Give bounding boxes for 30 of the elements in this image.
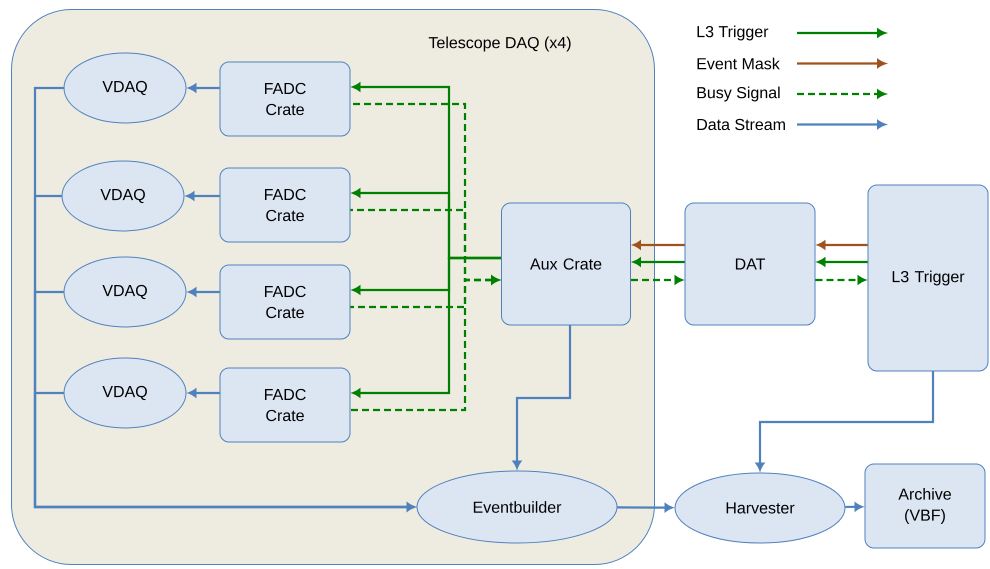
- arrow: [817, 240, 868, 250]
- arrow: [632, 258, 684, 266]
- process-box: FADC Crate: [220, 264, 350, 340]
- legend-label: Busy Signal: [698, 86, 780, 102]
- arrow: [631, 276, 683, 284]
- arrow: [350, 276, 500, 412]
- process-box: FADC Crate: [220, 62, 350, 136]
- process-box: Aux Crate: [501, 202, 631, 326]
- arrow: [632, 240, 684, 250]
- process-box: L3 Trigger: [868, 184, 988, 372]
- arrow: [817, 258, 868, 266]
- arrow: [756, 371, 934, 471]
- process-box: FADC Crate: [220, 168, 350, 242]
- arrow: [34, 392, 415, 512]
- legend-label: Event Mask: [698, 58, 780, 70]
- legend-label: L3 Trigger: [698, 26, 768, 40]
- arrow: [816, 276, 866, 284]
- arrow: [618, 503, 673, 512]
- process-box: FADC Crate: [220, 368, 350, 442]
- arrow: [188, 288, 220, 296]
- group-title: Telescope DAQ (x4): [428, 36, 571, 52]
- arrow: [188, 84, 220, 92]
- arrow: [512, 325, 572, 469]
- arrow: [845, 502, 863, 512]
- process-box: Archive (VBF): [864, 464, 986, 548]
- arrow: [188, 388, 220, 398]
- process-box: DAT: [684, 202, 816, 326]
- arrow: [352, 256, 501, 398]
- arrow: [186, 192, 220, 200]
- legend-label: Data Stream: [698, 118, 785, 130]
